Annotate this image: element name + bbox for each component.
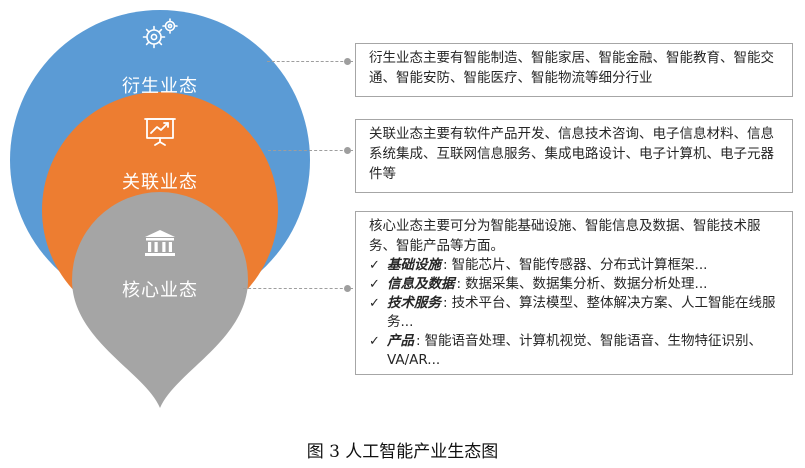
related-connector-dot (344, 147, 351, 154)
check-icon: ✓ (369, 258, 380, 273)
core-item-data: ✓ 信息及数据:数据采集、数据集分析、数据分析处理... (369, 276, 708, 292)
core-item-infrastructure: ✓ 基础设施:智能芯片、智能传感器、分布式计算框架... (369, 257, 708, 273)
presentation-chart-icon (143, 117, 177, 151)
core-item-text: 技术平台、算法模型、整体解决方案、人工智能在线服务... (387, 295, 776, 330)
check-icon: ✓ (369, 296, 380, 311)
gears-icon (139, 17, 181, 57)
related-connector (268, 150, 353, 151)
ecosystem-diagram (10, 10, 310, 408)
core-item-products: ✓ 产品:智能语音处理、计算机视觉、智能语音、生物特征识别、VA/AR... (369, 333, 763, 368)
core-item-tech-services: ✓ 技术服务:技术平台、算法模型、整体解决方案、人工智能在线服务... (369, 295, 776, 330)
core-description-box: 核心业态主要可分为智能基础设施、智能信息及数据、智能技术服务、智能产品等方面。 … (355, 211, 793, 375)
core-item-keyword: 基础设施 (387, 257, 441, 273)
derivative-description-box: 衍生业态主要有智能制造、智能家居、智能金融、智能教育、智能交通、智能安防、智能医… (355, 43, 793, 97)
core-item-text: 智能芯片、智能传感器、分布式计算框架... (451, 257, 708, 273)
check-icon: ✓ (369, 334, 380, 349)
check-icon: ✓ (369, 277, 380, 292)
derivative-connector (267, 61, 353, 62)
core-layer-drop (72, 192, 248, 408)
core-connector-dot (344, 285, 351, 292)
core-item-keyword: 产品 (387, 333, 414, 349)
figure-caption: 图 3 人工智能产业生态图 (306, 442, 499, 462)
core-item-keyword: 信息及数据 (387, 276, 455, 292)
core-layer-label: 核心业态 (122, 280, 198, 301)
core-description: 核心业态主要可分为智能基础设施、智能信息及数据、智能技术服务、智能产品等方面。 (369, 218, 761, 254)
core-item-keyword: 技术服务 (387, 295, 441, 311)
derivative-description: 衍生业态主要有智能制造、智能家居、智能金融、智能教育、智能交通、智能安防、智能医… (369, 50, 774, 86)
core-item-text: 智能语音处理、计算机视觉、智能语音、生物特征识别、VA/AR... (387, 333, 763, 368)
core-connector (243, 288, 353, 289)
related-description: 关联业态主要有软件产品开发、信息技术咨询、电子信息材料、信息系统集成、互联网信息… (369, 126, 774, 182)
related-layer-label: 关联业态 (122, 172, 198, 193)
derivative-connector-dot (344, 58, 351, 65)
bank-building-icon (143, 229, 177, 261)
derivative-layer-label: 衍生业态 (122, 76, 198, 97)
core-item-text: 数据采集、数据集分析、数据分析处理... (465, 276, 708, 292)
related-description-box: 关联业态主要有软件产品开发、信息技术咨询、电子信息材料、信息系统集成、互联网信息… (355, 119, 793, 193)
